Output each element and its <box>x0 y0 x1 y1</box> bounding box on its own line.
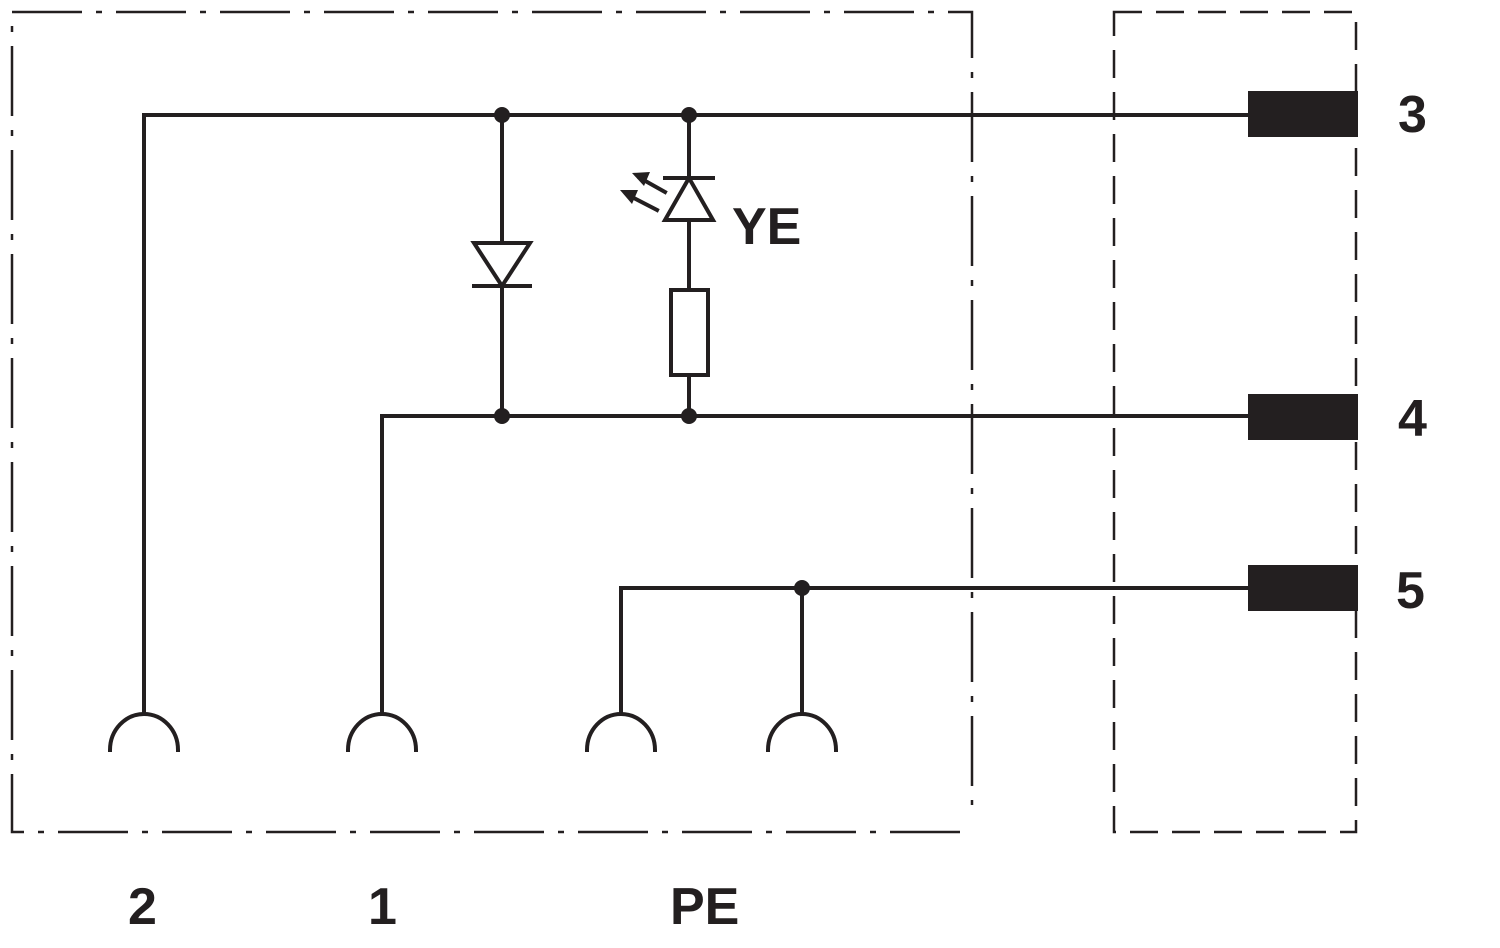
socket-contact-1 <box>345 712 419 753</box>
pin-contact-5 <box>1248 565 1358 611</box>
led-branch <box>620 113 717 418</box>
wire-pe-to-pin5 <box>619 586 1252 714</box>
pin-label-5: 5 <box>1396 562 1425 620</box>
light-emission-arrows-icon <box>620 172 668 213</box>
pin-label-1: 1 <box>368 878 397 936</box>
right-housing-outline <box>1112 10 1358 834</box>
pin-label-2: 2 <box>128 878 157 936</box>
resistor <box>669 288 710 377</box>
led-color-label: YE <box>732 198 801 256</box>
pin-label-4: 4 <box>1398 390 1427 448</box>
pin-label-3: 3 <box>1398 86 1427 144</box>
led-diode <box>661 173 717 222</box>
pin-contact-3 <box>1248 91 1358 137</box>
wire-pin2-to-pin3 <box>142 113 1252 714</box>
wire-pin1-to-pin4 <box>380 414 1252 714</box>
pin-contact-4 <box>1248 394 1358 440</box>
left-housing-outline <box>10 10 974 834</box>
socket-contact-pe-b <box>765 712 839 753</box>
junction-dots <box>494 107 810 596</box>
socket-contact-2 <box>107 712 181 753</box>
diode <box>470 113 534 418</box>
socket-contact-pe-a <box>584 712 658 753</box>
pin-label-pe: PE <box>670 878 739 936</box>
